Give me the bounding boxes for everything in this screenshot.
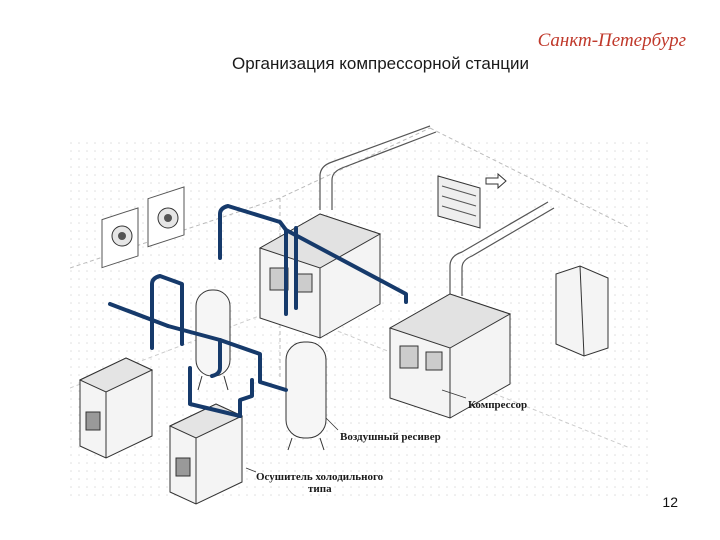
- compressor-2: [388, 293, 512, 419]
- compressor-station-diagram: Компрессор Воздушный ресивер Осушитель х…: [70, 125, 650, 505]
- wall-fan-1: [101, 207, 139, 269]
- label-air-receiver: Воздушный ресивер: [340, 431, 441, 443]
- label-compressor: Компрессор: [468, 399, 527, 411]
- leader-lines: [245, 389, 467, 473]
- refrigeration-dryer-1: [78, 357, 154, 459]
- ventilation-louvre: [437, 172, 507, 229]
- compressed-air-piping: [108, 204, 408, 418]
- exhaust-duct-2: [449, 201, 555, 296]
- label-dryer-line1: Осушитель холодильного: [256, 471, 384, 483]
- label-dryer-line2: типа: [308, 483, 332, 495]
- air-receiver-2: [285, 341, 327, 451]
- exhaust-duct-1: [319, 125, 437, 210]
- page-number: 12: [662, 494, 678, 510]
- wall-fan-2: [147, 186, 185, 248]
- city-title: Санкт-Петербург: [537, 30, 686, 51]
- slide-title: Организация компрессорной станции: [232, 54, 529, 73]
- electrical-cabinet: [555, 265, 609, 357]
